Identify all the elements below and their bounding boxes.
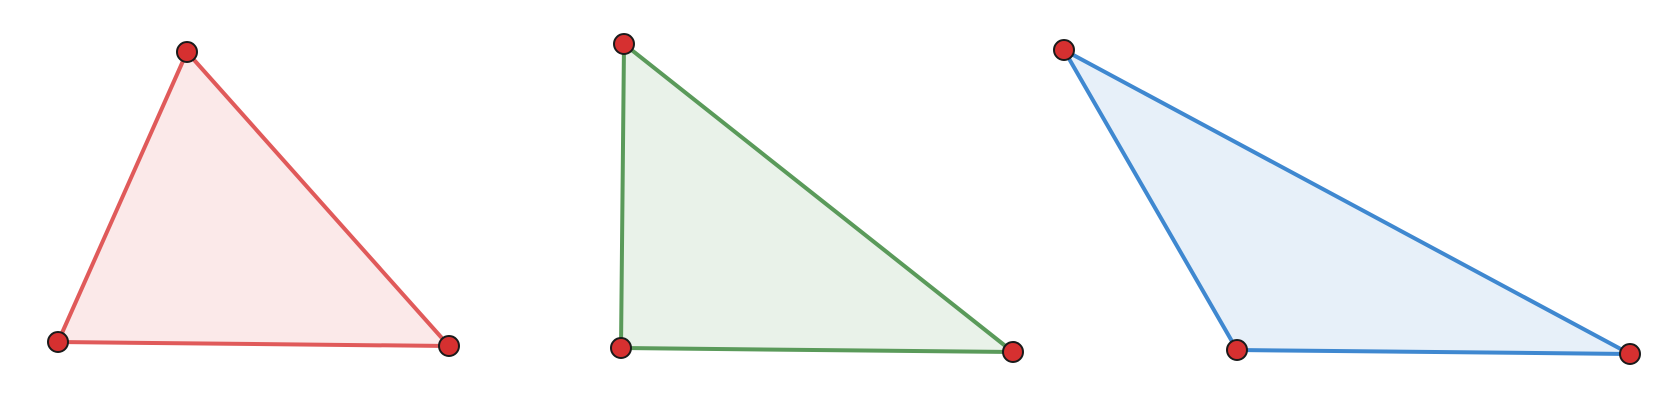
triangle-green-shape <box>619 42 1015 354</box>
triangle-red-vertex-bottom-right <box>438 335 460 357</box>
triangle-blue-vertex-top <box>1053 39 1075 61</box>
triangle-green-vertex-bottom-right <box>1002 341 1024 363</box>
triangle-red-vertex-bottom-left <box>47 331 69 353</box>
triangle-red-shape <box>56 50 451 348</box>
triangle-green-vertex-top <box>613 33 635 55</box>
triangle-blue <box>1053 39 1641 365</box>
triangle-red-vertex-top <box>176 41 198 63</box>
triangle-green-vertex-bottom-left <box>610 337 632 359</box>
triangle-blue-vertex-bottom-right <box>1619 343 1641 365</box>
triangle-red <box>47 41 460 357</box>
triangle-blue-vertex-bottom-left <box>1226 339 1248 361</box>
triangle-green <box>610 33 1024 363</box>
triangle-blue-shape <box>1062 48 1632 356</box>
